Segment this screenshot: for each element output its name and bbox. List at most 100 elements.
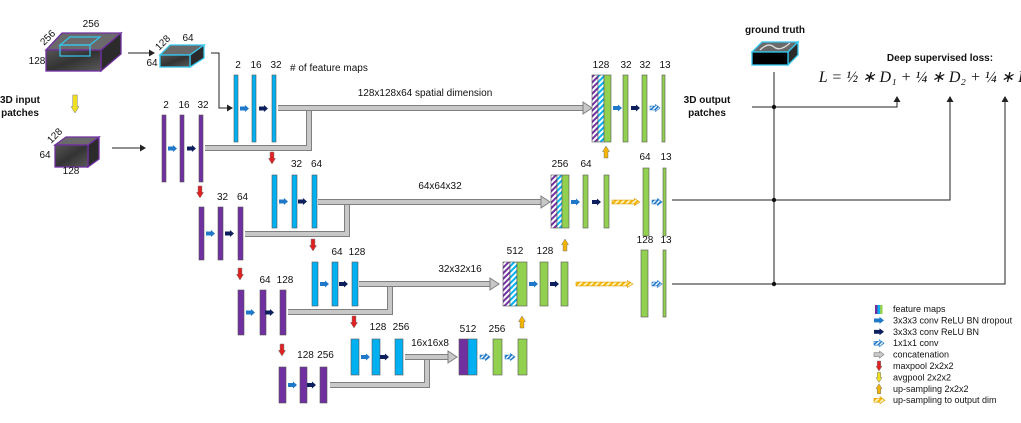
encoder-low-1-conv-dropout-arrow-icon (206, 230, 215, 237)
junction-dot (771, 197, 777, 203)
conv-arrow-icon (550, 280, 559, 288)
upsample-arrow-icon (561, 238, 569, 252)
encoder-low-bar (237, 206, 244, 261)
encoder-high-bar (311, 261, 319, 307)
concat-level1-branch-fill (245, 204, 349, 236)
feature-maps-icon (880, 305, 883, 314)
feature-count-label: 256 (317, 350, 334, 361)
decoder-bar (517, 338, 528, 376)
encoder-high-bar (291, 174, 298, 229)
conv-arrow-icon (874, 328, 884, 336)
conv-dropout-arrow-icon (613, 104, 622, 112)
decoder-level2-concat-block-part (502, 261, 511, 307)
upsample-output-arrow-icon (575, 279, 634, 289)
decoder-bar (641, 74, 648, 143)
feature-count-label: 512 (507, 246, 524, 257)
ground-truth-cube-front (751, 51, 789, 66)
feature-count-label: 16 (178, 100, 190, 111)
loss-line-level2 (672, 101, 1006, 285)
conv-dropout-arrow-icon (529, 280, 538, 288)
small-cube-arrowhead (140, 144, 146, 152)
loss-arrowhead-1 (893, 96, 901, 102)
feature-count-label: 128 (370, 322, 387, 333)
decoder-bar (603, 174, 610, 229)
bottleneck-concat-block-part (458, 338, 469, 376)
crop-arrowhead (149, 49, 155, 57)
encoder-low-bar (161, 114, 167, 183)
concat-level3-arrowhead (447, 350, 458, 364)
decoder-level1-concat-block-part (561, 174, 570, 229)
conv1x1-arrow-icon (651, 197, 663, 207)
encoder-high-1-conv-arrow-icon (298, 198, 307, 205)
encoder-high-bar (271, 174, 278, 229)
ground-truth-label: ground truth (745, 25, 805, 36)
big-cube-height-label: 128 (29, 56, 46, 67)
encoder-low-bar (319, 366, 328, 404)
concat-level0-branch-fill (205, 110, 311, 150)
feature-count-label: 128 (637, 235, 654, 246)
feature-count-label: 2 (163, 100, 169, 111)
legend-label-4: concatenation (893, 350, 949, 360)
feature-count-label: 64 (639, 152, 651, 163)
feature-count-label: 32 (270, 60, 282, 71)
conv1x1-arrow-icon (479, 352, 491, 362)
encoder-high-3-conv-arrow-icon (380, 353, 389, 361)
legend-label-7: up-sampling 2x2x2 (893, 384, 969, 394)
conv-dropout-arrow-icon (874, 316, 884, 324)
encoder-low-bar (217, 206, 224, 261)
maxpool-arrow-icon (236, 267, 244, 281)
concat-level2-arrowhead (489, 277, 500, 291)
encoder-high-2-conv-dropout-arrow-icon (320, 280, 329, 288)
decoder-level1-concat-block-part (550, 174, 558, 229)
maxpool-arrow-icon (875, 360, 883, 372)
bottleneck-concat-block-part (467, 338, 478, 376)
conv-arrow-icon (592, 198, 601, 206)
loss-arrowhead-2 (946, 96, 954, 102)
feature-count-label: 256 (489, 324, 506, 335)
decoder-bar (640, 249, 649, 318)
feature-count-label: 13 (660, 235, 672, 246)
decoder-level2-concat-block-part (516, 261, 528, 307)
encoder-high-3-conv-dropout-arrow-icon (361, 353, 370, 361)
decoder-level0-concat-block-part (603, 74, 612, 143)
feature-count-label: 13 (660, 152, 672, 163)
concat-level0-branch (205, 110, 312, 151)
feature-maps-icon (877, 305, 880, 314)
decoder-level2-concat-block-part (509, 261, 518, 307)
encoder-low-0-conv-arrow-icon (187, 145, 196, 152)
encoder-low-bar (279, 289, 287, 336)
feature-count-label: 32 (620, 60, 632, 71)
feature-count-label: 128 (537, 246, 554, 257)
encoder-low-bar (179, 114, 185, 183)
conv-arrow-icon (631, 104, 640, 112)
encoder-high-bar (351, 261, 359, 307)
conv1x1-arrow-icon (651, 279, 663, 289)
output-bar (661, 74, 666, 143)
encoder-low-0-conv-dropout-arrow-icon (168, 145, 177, 152)
small-cube-width-label: 128 (63, 166, 80, 177)
input-title-line1: 3D input (0, 95, 41, 106)
feature-count-label: 128 (349, 247, 366, 258)
junction-dot (771, 104, 777, 110)
loss-line-level0 (752, 101, 898, 108)
big-input-cube-front (45, 49, 102, 72)
output-title-line2: patches (688, 108, 726, 119)
feature-count-label: 2 (235, 60, 241, 71)
feature-count-label: 16 (250, 60, 262, 71)
encoder-low-1-conv-arrow-icon (225, 230, 234, 237)
feature-maps-icon (875, 305, 878, 314)
upsample-arrow-icon (602, 145, 610, 159)
output-bar (662, 167, 667, 237)
encoder-low-bar (299, 366, 308, 404)
conv1x1-arrow-icon (504, 352, 516, 362)
concat-level2-branch (288, 286, 393, 315)
decoder-bar (642, 167, 650, 237)
decoder-bar (492, 338, 503, 376)
avgpool-arrow-icon (70, 94, 80, 114)
upsample-arrow-icon (518, 315, 526, 329)
maxpool-arrow-icon (350, 315, 358, 329)
feature-count-label: 128 (277, 275, 294, 286)
crop-to-encoder-line (211, 52, 227, 109)
feature-count-label: 512 (460, 324, 477, 335)
feature-count-label: 64 (259, 275, 271, 286)
